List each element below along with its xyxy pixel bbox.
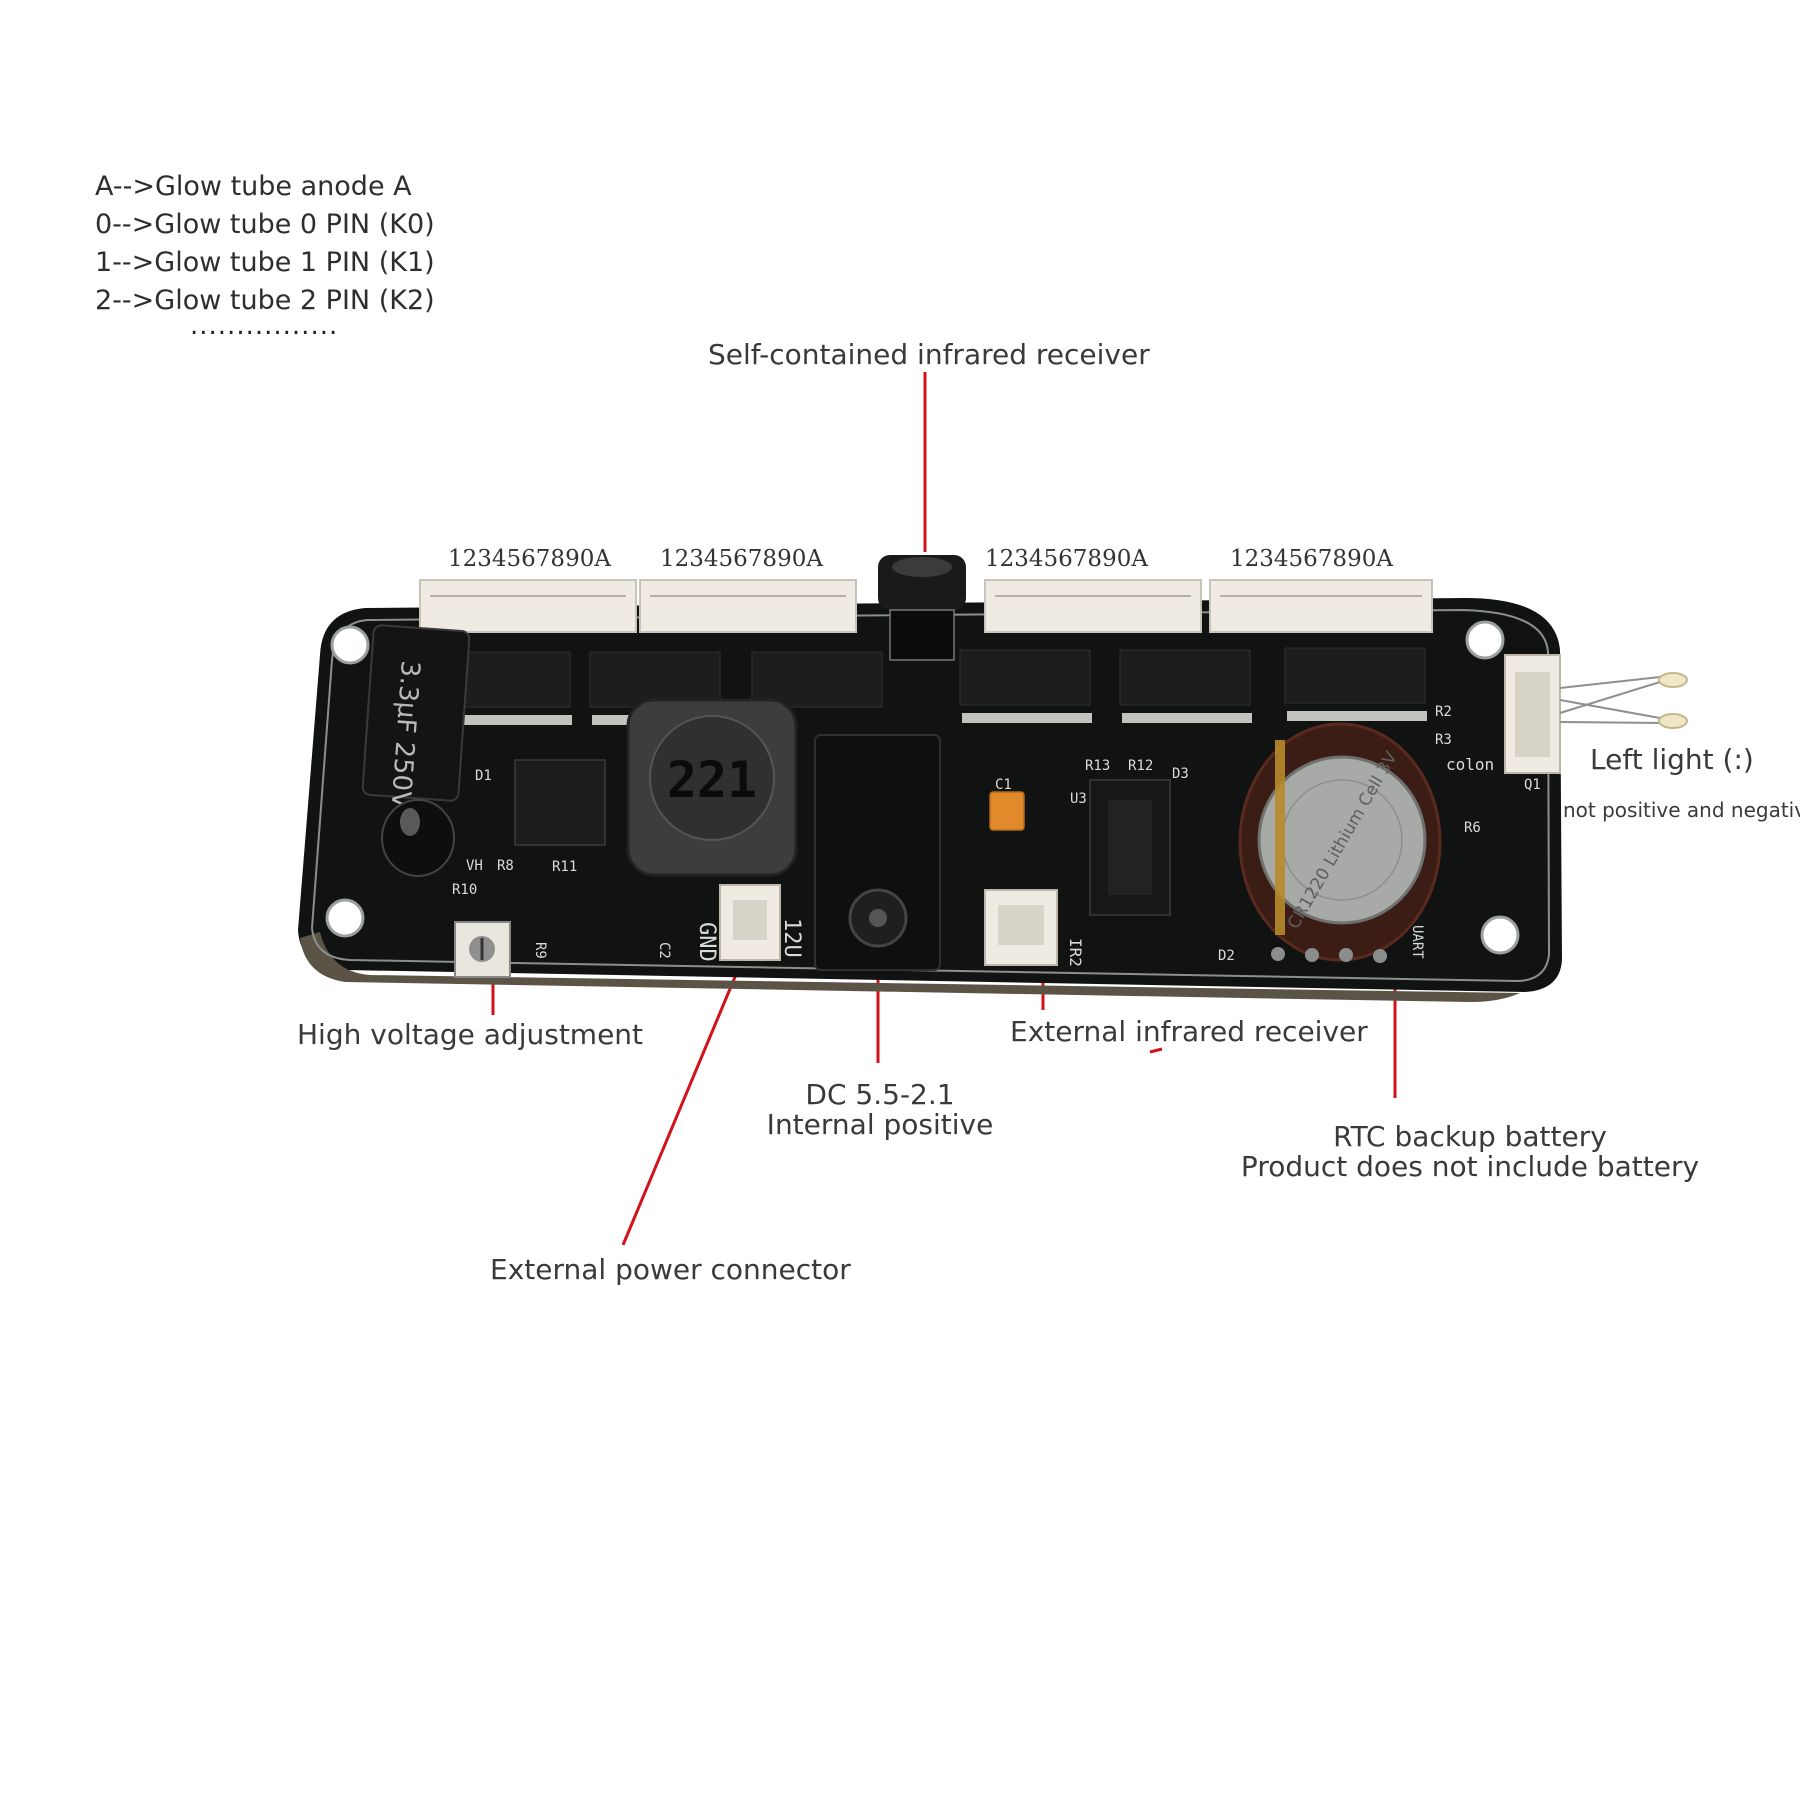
silk-q1: Q1 bbox=[1524, 777, 1541, 793]
silk-d3: D3 bbox=[1172, 766, 1189, 782]
power-inductor: 221 bbox=[626, 698, 798, 877]
silk-c1: C1 bbox=[995, 777, 1012, 793]
silk-u3: U3 bbox=[1070, 791, 1087, 807]
pcb-outline bbox=[310, 608, 1551, 983]
silkscreen: GND 12U IR2 colon C1 U3 R13 R12 D3 D1 VH… bbox=[452, 704, 1541, 967]
silk-gnd: GND bbox=[694, 922, 719, 962]
silk-d2: D2 bbox=[1218, 948, 1235, 964]
tantalum-capacitor bbox=[989, 791, 1025, 831]
silk-vh: VH bbox=[466, 858, 483, 874]
legend-line-k2: 2-->Glow tube 2 PIN (K2) bbox=[95, 285, 435, 316]
silk-r3: R3 bbox=[1435, 732, 1452, 748]
ir-receiver-onboard bbox=[878, 555, 966, 661]
electrolytic-capacitor: 3.3µF 250V bbox=[361, 624, 471, 877]
dc-jack bbox=[814, 734, 941, 971]
ir-connector-3pin bbox=[984, 889, 1058, 966]
connector-label-2: 1234567890A bbox=[660, 546, 823, 572]
callout-rtc-line2: Product does not include battery bbox=[1240, 1150, 1700, 1183]
silk-r6: R6 bbox=[1464, 820, 1481, 836]
colon-connector bbox=[1504, 654, 1561, 774]
colon-led-bottom bbox=[1658, 713, 1688, 729]
ic-chips bbox=[459, 647, 1426, 708]
leader-tick bbox=[1149, 1047, 1163, 1054]
mounting-holes bbox=[325, 620, 1520, 955]
tube-connector-4 bbox=[1209, 579, 1433, 633]
leader-power-connector bbox=[621, 964, 742, 1246]
mount-hole-bl bbox=[325, 898, 365, 938]
silk-d1: D1 bbox=[475, 768, 492, 784]
mount-hole-br bbox=[1480, 915, 1520, 955]
legend-line-anode: A-->Glow tube anode A bbox=[95, 171, 412, 202]
callout-rtc-battery: RTC backup battery Product does not incl… bbox=[1241, 1122, 1699, 1182]
silk-r12: R12 bbox=[1128, 758, 1153, 774]
silk-colon: colon bbox=[1446, 755, 1494, 774]
tube-connector-1 bbox=[419, 579, 637, 633]
callout-dc-jack-line2: Internal positive bbox=[766, 1108, 994, 1141]
colon-leds bbox=[1658, 672, 1688, 729]
callout-left-light: Left light (:) bbox=[1590, 743, 1754, 776]
callout-hv-adjust: High voltage adjustment bbox=[297, 1018, 644, 1051]
mount-hole-tl bbox=[330, 625, 370, 665]
silk-12v: 12U bbox=[779, 918, 804, 958]
callout-left-light-note: not positive and negative bbox=[1563, 798, 1800, 822]
colon-led-top bbox=[1658, 672, 1688, 688]
callout-power-connector: External power connector bbox=[490, 1253, 851, 1286]
tube-connector-2 bbox=[639, 579, 857, 633]
legend-line-k1: 1-->Glow tube 1 PIN (K1) bbox=[95, 247, 435, 278]
rtc-battery: CR1220 Lithium Cell 3V bbox=[1238, 722, 1442, 962]
callout-rtc-line1: RTC backup battery bbox=[1333, 1120, 1607, 1153]
pcb-edge bbox=[300, 932, 1520, 1002]
hv-trimmer bbox=[454, 921, 511, 978]
uart-pads bbox=[1271, 947, 1387, 963]
connector-pin-labels: 1234567890A 1234567890A 1234567890A 1234… bbox=[448, 546, 1393, 572]
connector-label-3: 1234567890A bbox=[985, 546, 1148, 572]
silk-r9: R9 bbox=[532, 942, 548, 959]
callout-ir-external: External infrared receiver bbox=[1010, 1015, 1368, 1048]
callout-dc-jack: DC 5.5-2.1 Internal positive bbox=[767, 1080, 994, 1140]
power-connector-2pin bbox=[719, 884, 781, 961]
ic-u3 bbox=[1089, 779, 1171, 916]
silk-c2: C2 bbox=[656, 942, 672, 959]
silk-ir2: IR2 bbox=[1066, 938, 1085, 967]
silk-r13: R13 bbox=[1085, 758, 1110, 774]
connector-label-1: 1234567890A bbox=[448, 546, 611, 572]
legend-line-k0: 0-->Glow tube 0 PIN (K0) bbox=[95, 209, 435, 240]
connector-label-4: 1234567890A bbox=[1230, 546, 1393, 572]
silk-r8: R8 bbox=[497, 858, 514, 874]
callout-dc-jack-line1: DC 5.5-2.1 bbox=[805, 1078, 955, 1111]
mount-hole-tr bbox=[1465, 620, 1505, 660]
inductor-marking: 221 bbox=[667, 751, 757, 809]
silk-r10: R10 bbox=[452, 882, 477, 898]
tube-connector-3 bbox=[984, 579, 1202, 633]
silk-r2: R2 bbox=[1435, 704, 1452, 720]
silk-r11: R11 bbox=[552, 859, 577, 875]
silk-uart: UART bbox=[1409, 925, 1425, 959]
tube-connectors bbox=[419, 579, 1433, 633]
regulator-chip bbox=[514, 759, 606, 846]
callout-ir-internal: Self-contained infrared receiver bbox=[708, 338, 1150, 371]
colon-led-wires bbox=[1559, 676, 1661, 724]
